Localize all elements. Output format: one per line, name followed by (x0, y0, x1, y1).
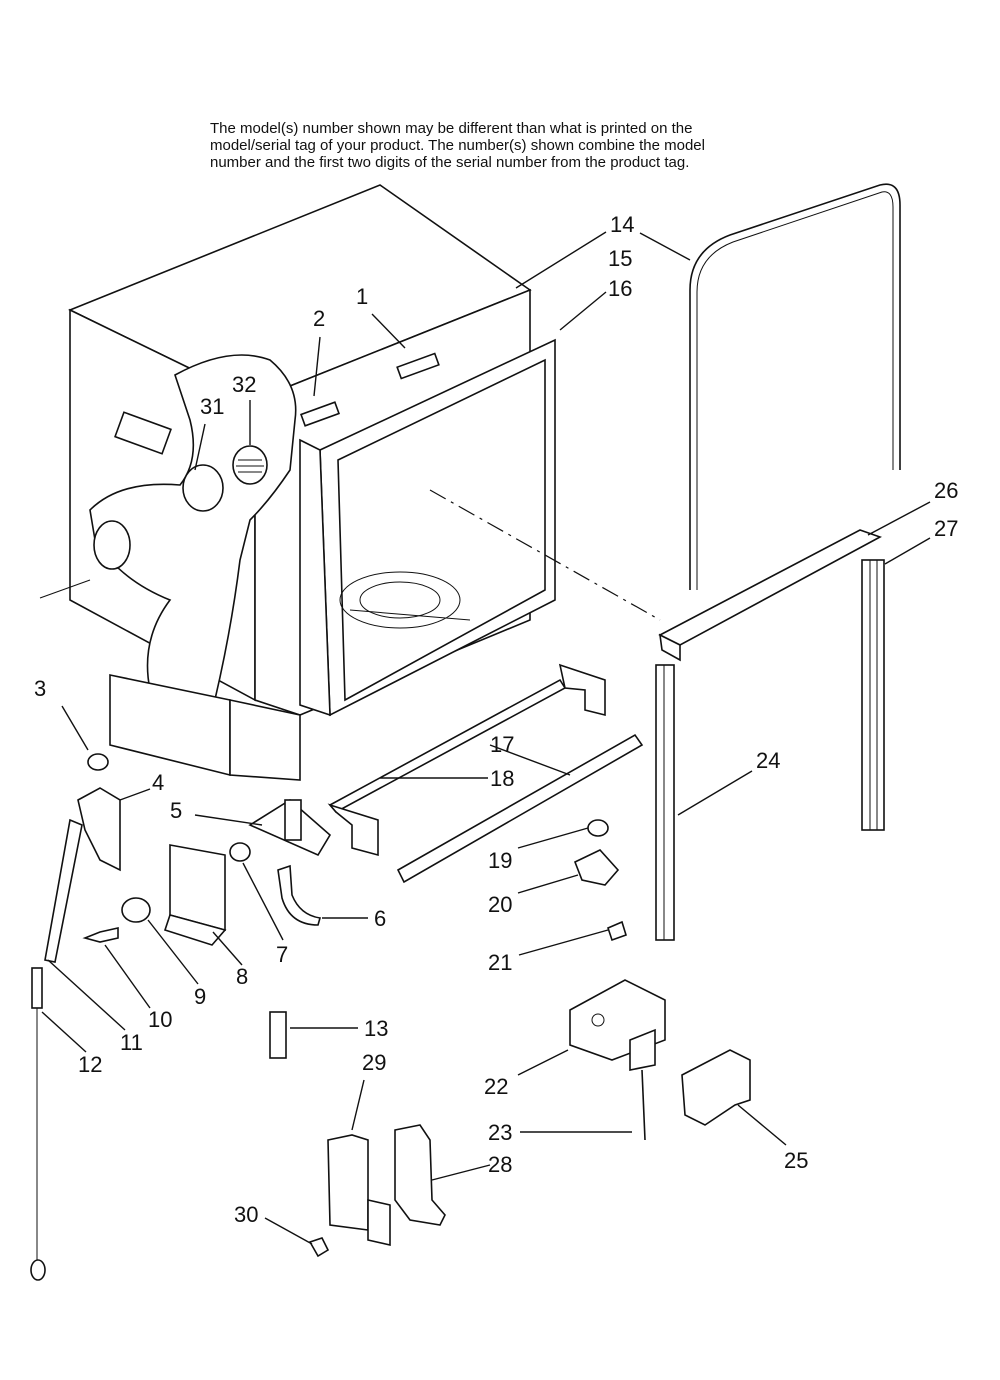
callout-21: 21 (488, 950, 512, 975)
disclaimer-line-1: The model(s) number shown may be differe… (210, 120, 693, 137)
callout-17: 17 (490, 732, 514, 757)
callout-5: 5 (170, 798, 182, 823)
strip-27 (861, 559, 885, 831)
slide-17 (396, 733, 644, 884)
disclaimer-line-2: model/serial tag of your product. The nu… (210, 137, 705, 154)
callout-11: 11 (120, 1030, 143, 1055)
pin-10 (82, 927, 119, 943)
callout-7: 7 (276, 942, 288, 967)
callout-18: 18 (490, 766, 514, 791)
screw-21 (607, 920, 627, 942)
disclaimer-note: The model(s) number shown may be differe… (210, 120, 810, 171)
channel-24 (655, 664, 675, 941)
callout-2: 2 (313, 306, 325, 331)
callout-24: 24 (756, 748, 780, 773)
callout-27: 27 (934, 516, 958, 541)
callout-13: 13 (364, 1016, 388, 1041)
rail-18 (328, 678, 567, 814)
callout-6: 6 (374, 906, 386, 931)
clip-2 (300, 401, 340, 427)
vent-32 (232, 445, 268, 485)
bumper-19 (587, 819, 609, 837)
callout-31: 31 (200, 394, 224, 419)
callout-30: 30 (234, 1202, 258, 1227)
callout-28: 28 (488, 1152, 512, 1177)
door-gasket-15 (689, 183, 901, 590)
callout-10: 10 (148, 1007, 172, 1032)
callout-3: 3 (34, 676, 46, 701)
callout-1: 1 (356, 284, 368, 309)
callout-26: 26 (934, 478, 958, 503)
screw-30 (308, 1237, 330, 1258)
spring-11 (44, 818, 83, 963)
plate-4 (77, 787, 121, 872)
panel-29 (327, 1134, 369, 1231)
clip-1 (396, 352, 440, 380)
bracket-28 (394, 1124, 446, 1226)
callout-9: 9 (194, 984, 206, 1009)
clip-6 (277, 864, 322, 926)
grommet-31 (182, 464, 224, 512)
callout-15: 15 (608, 246, 632, 271)
leader-lines (41, 231, 931, 1245)
callout-32: 32 (232, 372, 256, 397)
callout-14: 14 (610, 212, 634, 237)
callout-29: 29 (362, 1050, 386, 1075)
foot-3 (87, 753, 109, 771)
strip-13 (269, 1011, 287, 1059)
callout-4: 4 (152, 770, 164, 795)
callout-20: 20 (488, 892, 512, 917)
disclaimer-line-3: number and the first two digits of the s… (210, 154, 690, 171)
callout-25: 25 (784, 1148, 808, 1173)
hook-12 (31, 967, 43, 1009)
knob-9 (121, 897, 151, 923)
callout-22: 22 (484, 1074, 508, 1099)
channel-25 (681, 1049, 751, 1126)
callout-12: 12 (78, 1052, 102, 1077)
callout-8: 8 (236, 964, 248, 989)
callout-23: 23 (488, 1120, 512, 1145)
callouts: 1 2 3 4 5 6 7 8 9 10 11 12 13 14 15 16 1… (34, 212, 958, 1227)
tub-assembly (68, 184, 556, 781)
callout-19: 19 (488, 848, 512, 873)
nut-7 (229, 842, 251, 862)
callout-16: 16 (608, 276, 632, 301)
bracket-20 (573, 849, 620, 886)
